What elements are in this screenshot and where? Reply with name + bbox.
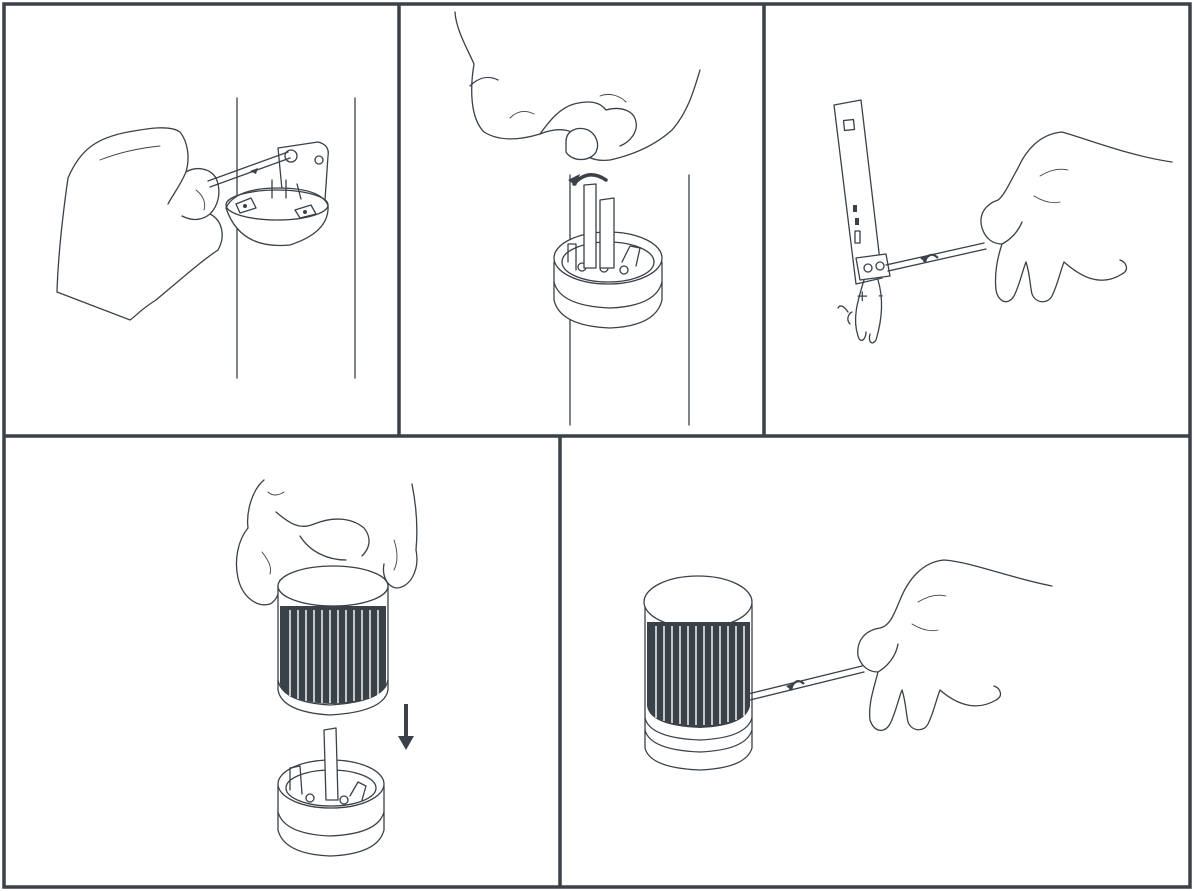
panel-4-attach-head [236,480,416,856]
hand-icon [981,132,1172,302]
panel-2-attach-base [455,12,700,425]
down-arrow-icon [398,704,414,750]
panel-5-tighten-screw [644,560,1052,770]
hand-icon [858,560,1052,730]
panel-1-mount-bracket [57,98,355,378]
screwdriver-icon [208,152,290,187]
hand-icon [455,12,700,160]
lamp-head-icon [278,566,388,715]
panel-grid [4,4,1190,887]
assembled-lamp-icon [644,576,752,770]
circuit-board-icon: + - [834,100,890,305]
hand-icon [57,128,222,320]
screwdriver-icon [886,243,986,271]
mounting-bracket-icon [226,142,328,246]
lamp-base-icon [278,728,384,856]
panel-3-wire-board: + - [834,100,1172,343]
screwdriver-icon [748,666,864,700]
